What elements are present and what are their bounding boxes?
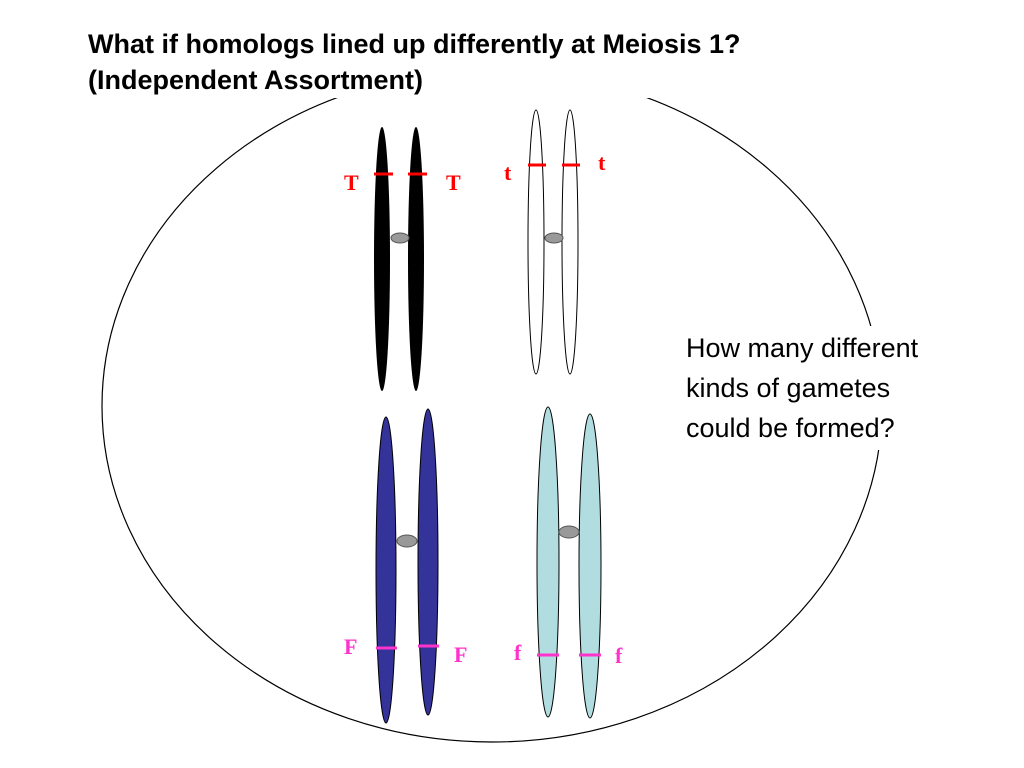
question-line-2: kinds of gametes [686, 373, 891, 403]
allele-label-T-left: T [344, 170, 359, 195]
slide-title: What if homologs lined up differently at… [88, 26, 747, 98]
white-homolog [527, 109, 580, 375]
black-chromatid-left [374, 127, 390, 391]
allele-label-t-right: t [598, 150, 606, 175]
white-chromatid-right [561, 109, 579, 375]
lightblue-chromatid-left [536, 406, 560, 718]
question-line-1: How many different [686, 333, 919, 363]
question-text: How many different kinds of gametes coul… [684, 326, 923, 450]
lightblue-homolog [536, 406, 602, 719]
navy-chromatid-left [375, 416, 397, 724]
allele-label-f-left: f [514, 640, 522, 665]
white-chromatid-left [527, 109, 545, 375]
question-line-3: could be formed? [686, 413, 895, 443]
navy-homolog [375, 408, 439, 724]
navy-centromere [396, 534, 418, 548]
navy-chromatid-right [417, 408, 439, 716]
allele-label-T-right: T [446, 170, 461, 195]
allele-label-f-right: f [615, 643, 623, 668]
allele-label-F-right: F [454, 642, 467, 667]
white-centromere [544, 232, 564, 244]
allele-label-F-left: F [344, 634, 357, 659]
title-line-2: (Independent Assortment) [88, 65, 424, 95]
allele-label-t-left: t [504, 160, 512, 185]
title-line-1: What if homologs lined up differently at… [88, 29, 741, 59]
lightblue-chromatid-right [578, 413, 602, 719]
black-homolog [374, 127, 427, 391]
black-centromere [390, 232, 410, 244]
black-chromatid-right [408, 127, 424, 391]
lightblue-centromere [558, 525, 580, 539]
